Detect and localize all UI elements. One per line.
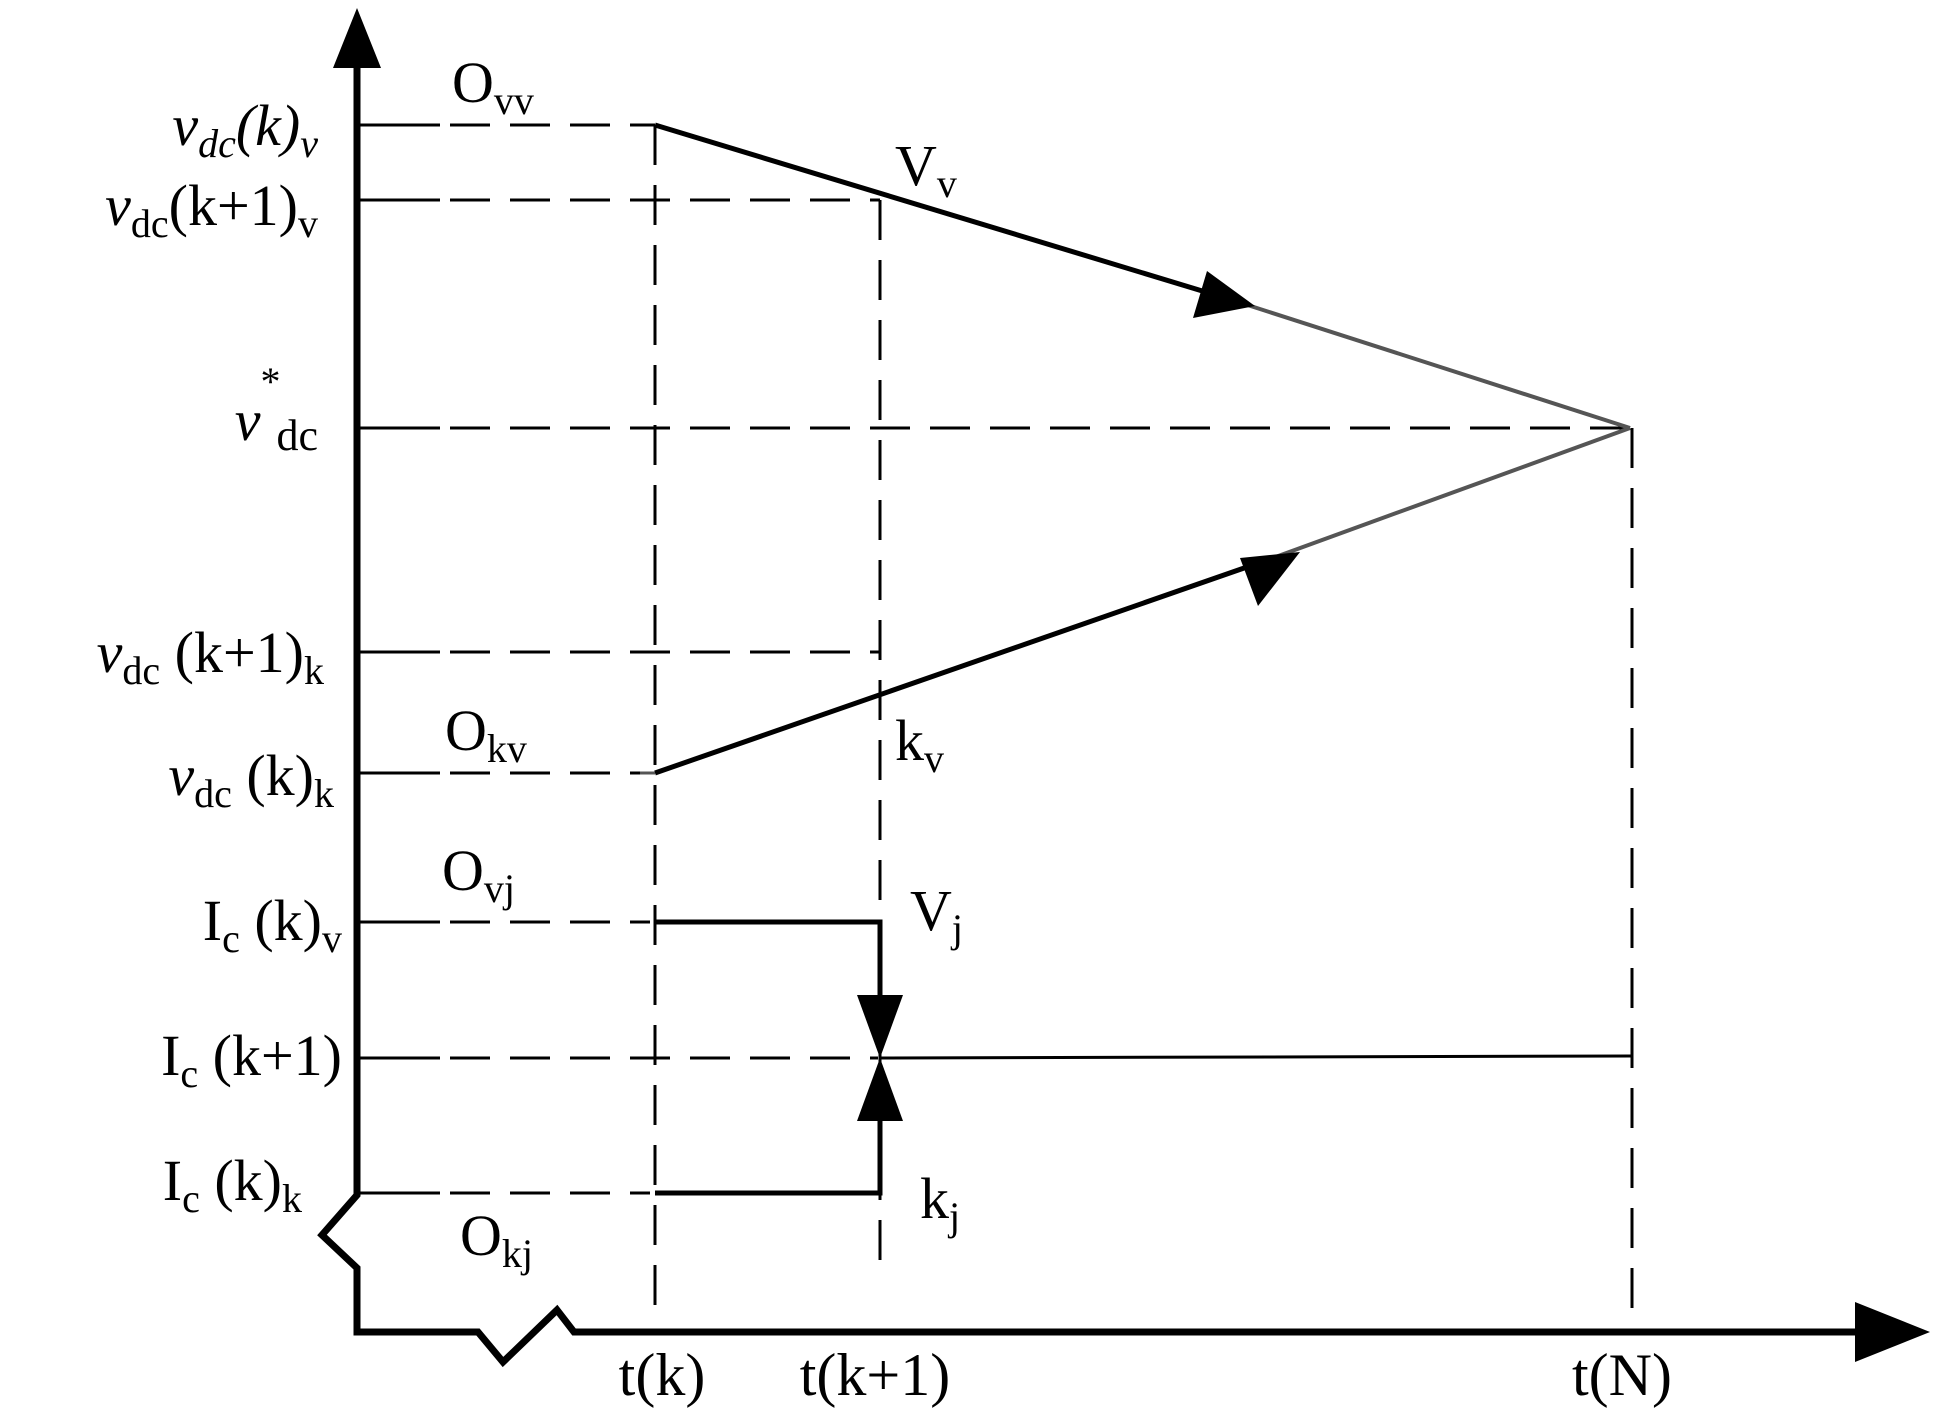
arrowhead-ic-down [857,995,903,1058]
y-axis-arrowhead [333,8,381,68]
point-labels: Ovv Vv Okv kv Ovj Vj Okj kj [442,50,963,1276]
x-axis-arrowhead [1855,1302,1930,1362]
label-V-v: Vv [895,133,957,206]
current-trajectories [655,919,1633,1196]
voltage-trajectories [640,122,1631,776]
trajectory-v-upper-tail [1231,298,1631,430]
label-tN: t(N) [1572,1342,1672,1408]
label-O-kv: Okv [445,698,527,771]
trajectory-ic-hold [879,1054,1633,1060]
label-vdc-k1-v: vdc(k+1)v [105,173,318,246]
label-ic-k1: Ic (k+1) [161,1023,342,1096]
label-k-v: kv [895,708,944,781]
trajectory-ic-lower [655,1115,883,1196]
label-tk1: t(k+1) [800,1342,950,1408]
axis-ticks [360,123,440,1195]
label-O-vj: Ovj [442,838,515,911]
trajectory-ic-upper [655,919,883,1000]
axes [317,8,1930,1368]
x-axis-labels: t(k) t(k+1) t(N) [619,1342,1672,1408]
label-V-j: Vj [910,878,963,951]
label-vdc-k-v: vdc(k)v [172,93,318,166]
trajectory-v-upper [654,122,1233,303]
arrowhead-v-lower [1240,552,1300,606]
label-vdc-ref: v*dc [235,359,318,460]
label-O-kj: Okj [460,1203,533,1276]
label-O-vv: Ovv [452,50,534,123]
label-k-j: kj [920,1166,960,1239]
arrowhead-ic-up [857,1058,903,1121]
trajectory-v-lower [654,556,1271,776]
arrowhead-v-upper [1193,271,1255,318]
label-tk: t(k) [619,1342,706,1408]
trajectory-v-lower-tail [1269,426,1631,561]
label-vdc-k-k: vdc (k)k [168,743,334,816]
label-ic-k-v: Ic (k)v [203,888,342,961]
y-axis-labels: vdc(k)v vdc(k+1)v v*dc vdc (k+1)k vdc (k… [97,93,342,1221]
label-ic-k-k: Ic (k)k [163,1148,302,1221]
y-axis [317,60,1860,1368]
dashed-guides [450,123,1634,1315]
label-vdc-k1-k: vdc (k+1)k [97,620,324,693]
